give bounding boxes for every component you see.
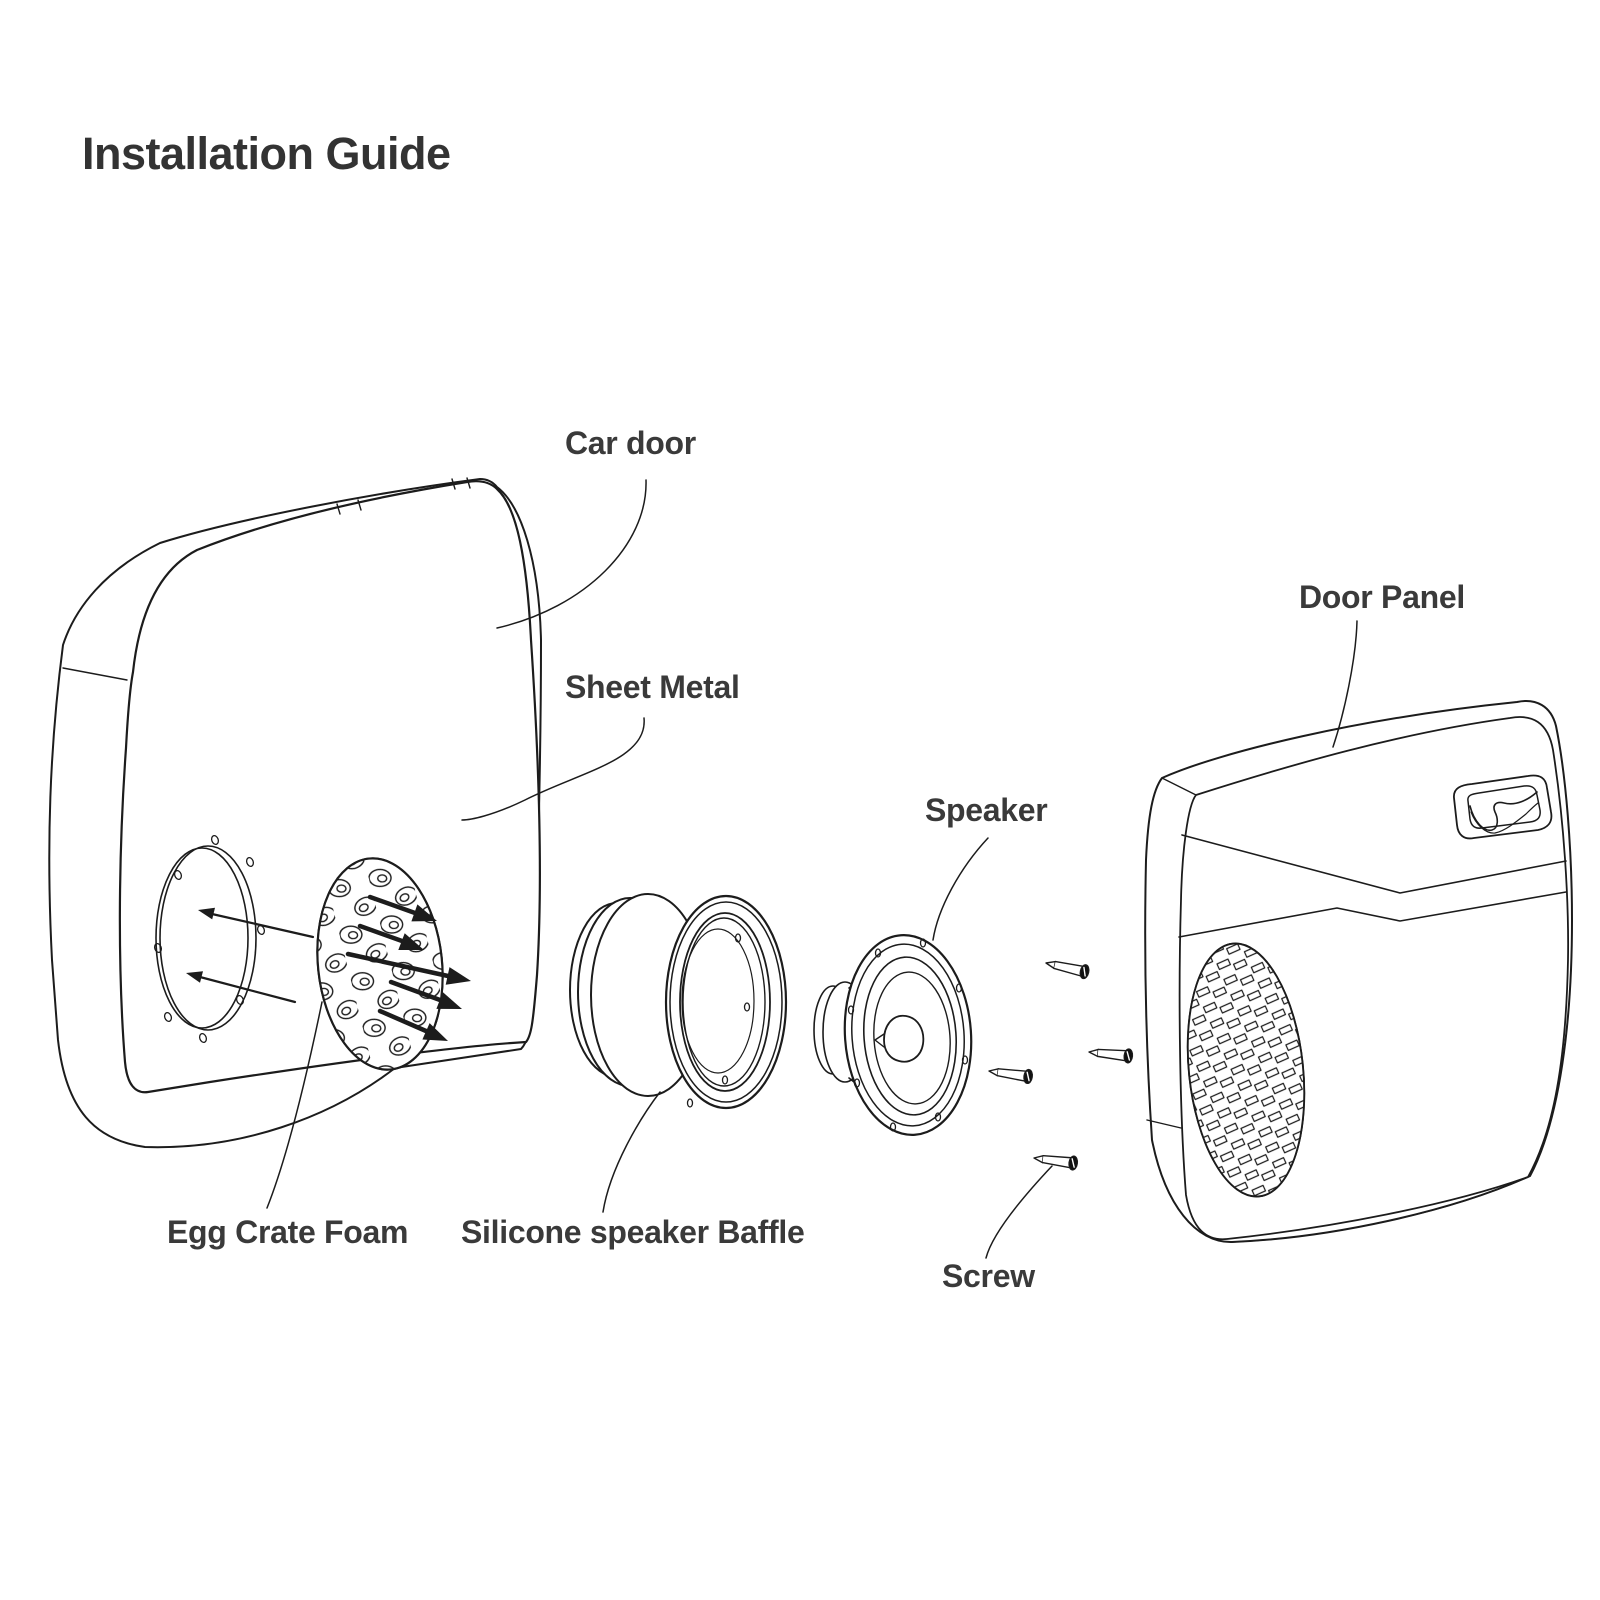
car-door-top-seams	[336, 477, 471, 515]
label-egg-crate-foam: Egg Crate Foam	[167, 1214, 409, 1250]
label-door-panel: Door Panel	[1299, 579, 1465, 615]
speaker-dust-cap	[883, 1014, 925, 1063]
leader-sheet-metal	[461, 717, 645, 821]
label-screw: Screw	[942, 1258, 1035, 1294]
thick-right-arrows	[345, 894, 471, 1041]
label-silicone-baffle: Silicone speaker Baffle	[461, 1214, 805, 1250]
leader-silicone-baffle	[602, 1091, 661, 1213]
label-car-door: Car door	[565, 425, 696, 461]
leader-lines	[266, 479, 1358, 1259]
leader-screw	[985, 1165, 1053, 1259]
label-speaker: Speaker	[925, 792, 1048, 828]
leader-egg-crate-foam	[266, 1001, 323, 1209]
speaker-rim-holes	[847, 938, 969, 1132]
leader-door-panel	[1332, 620, 1358, 748]
sound-arrows	[186, 894, 471, 1041]
door-handle	[1453, 774, 1553, 840]
screw-1	[1043, 955, 1092, 981]
baffle-holes	[686, 933, 751, 1108]
door-panel-grille	[1186, 942, 1306, 1198]
door-panel-corner-seams	[1146, 777, 1197, 1129]
leader-speaker	[932, 837, 989, 941]
page-title: Installation Guide	[82, 128, 451, 180]
door-panel-crease-upper	[1181, 834, 1567, 894]
screws	[987, 955, 1135, 1172]
car-door-left-seam	[62, 667, 128, 681]
door-panel-crease-lower	[1178, 891, 1567, 938]
screw-2	[1087, 1044, 1135, 1065]
leader-car-door	[496, 479, 647, 629]
screw-4	[1032, 1150, 1080, 1172]
door-panel-bottom-edge	[1231, 1175, 1531, 1243]
car-door-drawing	[48, 477, 542, 1149]
screw-3	[987, 1063, 1035, 1086]
thin-left-arrows	[186, 907, 315, 1004]
speaker-drawing	[813, 934, 973, 1136]
door-panel-drawing	[1144, 700, 1573, 1244]
label-sheet-metal: Sheet Metal	[565, 669, 740, 705]
silicone-baffle-drawing	[569, 893, 788, 1110]
